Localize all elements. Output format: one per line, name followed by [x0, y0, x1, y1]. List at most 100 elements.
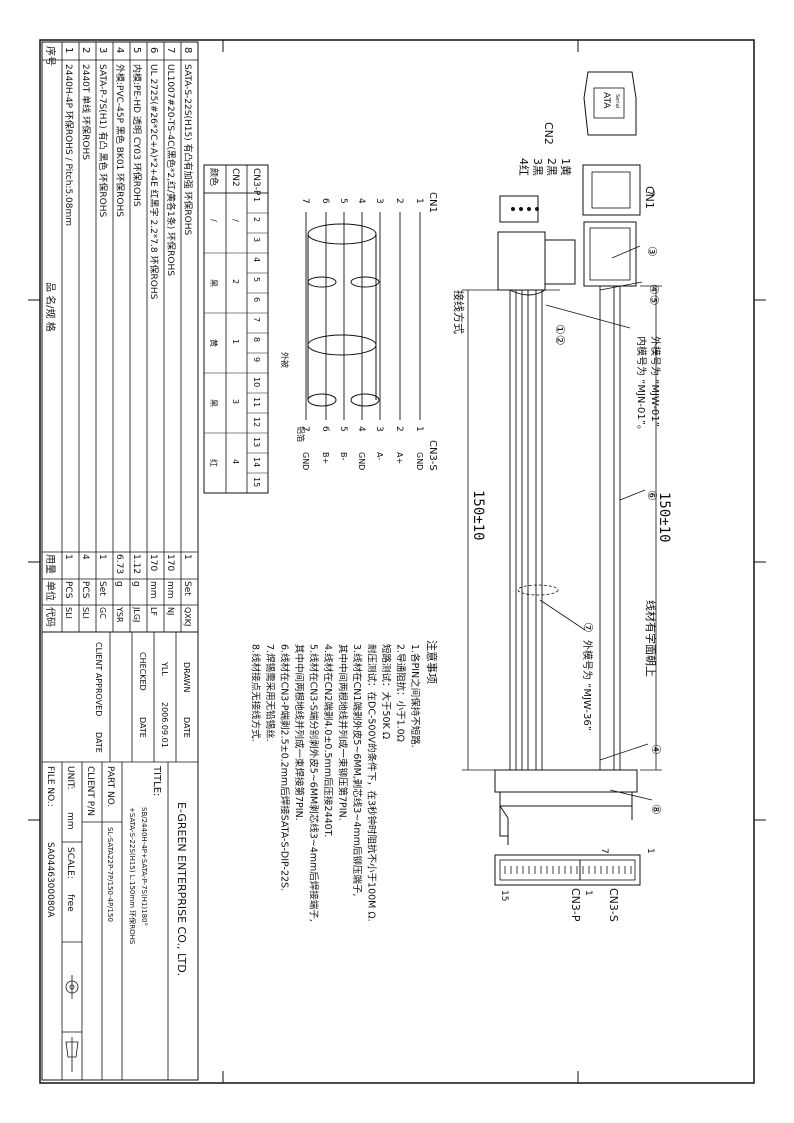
pin-table-col: 15 [252, 477, 261, 487]
bom-seq: 7 [165, 47, 176, 53]
note-item: 耐压测试：在DC-500V的条件下，在3秒钟时阻抗不小于100M Ω. [366, 644, 378, 922]
shield-outlines [307, 223, 380, 407]
note-item: 1.各PIN之间保持不短路. [409, 644, 421, 748]
wiring-signal: B+ [321, 452, 330, 464]
wiring-signal: A+ [395, 452, 404, 464]
wiring-title: 接线方式 [452, 290, 466, 334]
callout-leaders [539, 245, 653, 801]
wiring-left-pin: 5 [338, 198, 348, 204]
ata-label: ATA [601, 92, 611, 109]
bom-code: NJ [166, 607, 175, 615]
pin-table-color-header: 颜色 [208, 168, 220, 186]
bom-row: 6UL 2725(#26*2C+A)*2+4E 红黑字 2.2*7.8 环保RO… [148, 47, 160, 616]
title-block: DRAWN DATE YLL 2006.09.01 CHECKED DATE C… [41, 631, 199, 1081]
cn2-label: CN2 [542, 122, 555, 145]
pin-table-color-cell: 红 [209, 459, 219, 467]
pin-table-col: 5 [252, 277, 261, 282]
bom-qty: 4 [80, 554, 90, 560]
cn2-pin: 3黑 [531, 158, 544, 176]
svg-text:①②: ①② [553, 324, 567, 346]
client-pn-label: CLIENT P/N [85, 766, 95, 816]
bom-qty: 170 [148, 554, 158, 571]
cn1-housing [583, 221, 637, 287]
cn3-p-label: CN3-P [569, 888, 582, 922]
cn3-connector [494, 769, 638, 845]
svg-text:⑥: ⑥ [645, 490, 659, 501]
drawn-date-label: DATE [182, 717, 191, 738]
bom-unit: mm [148, 581, 158, 599]
bom-header-seq: 序号 [44, 46, 57, 66]
balloon: ⑦ [581, 622, 595, 633]
drawn-label: DRAWN [182, 662, 191, 692]
note-item: 7.焊锡需采用无铅锡丝. [264, 644, 276, 742]
wiring-left-pin: 7 [300, 198, 310, 204]
cn1-face [582, 164, 641, 216]
note-item: 4.线材在CN2端剥4.0±0.5mm后压接2440T. [322, 644, 334, 837]
cn2-housing [497, 231, 546, 291]
bom-seq: 8 [182, 47, 193, 53]
note-item: 3.线材在CN1端剥外皮5~6MM,剥芯线3~4mm后铆压端子, [351, 644, 363, 896]
bom-code: QXKJ [183, 607, 192, 626]
wiring-left-pin: 2 [394, 198, 404, 204]
bom-qty: 1 [182, 554, 192, 560]
part-no: SL-SATA22P-7P/150-4P/150 [106, 827, 114, 922]
wiring-right-pin: 2 [394, 426, 404, 432]
bom-name: SATA-P-7S(H1) 有凸 黑色 环保ROHS [97, 64, 109, 217]
client-date-label: DATE [94, 732, 103, 753]
pin-table-color-cell: 黑 [209, 399, 218, 407]
pin-table-cn2-cell: 3 [231, 399, 240, 404]
pin-table-color-cell: / [209, 219, 218, 222]
title-label: TITLE: [151, 765, 162, 796]
bundle-break [517, 584, 559, 596]
projection-symbol-icon [65, 975, 79, 1072]
scale-value: free [65, 894, 75, 912]
bom-header-name: 品 名/规 格 [44, 282, 57, 332]
bom-header-unit: 单位 [44, 581, 57, 601]
cn2-pin: 2黑 [545, 158, 558, 176]
wiring-right-pin: 7 [300, 426, 310, 432]
pin-table-col: 13 [252, 437, 261, 447]
bom-name: SATA-S-22S(H15) 有凸有加强 环保ROHS [182, 64, 194, 236]
dimension-bottom-label: 150±10 [470, 490, 486, 541]
cn2-pin: 4红 [517, 158, 530, 176]
svg-text:③: ③ [645, 246, 659, 257]
bom-qty: 1 [97, 554, 107, 560]
checked-label: CHECKED [138, 652, 147, 691]
scale-label: SCALE: [65, 847, 75, 879]
balloon: ①② [553, 324, 567, 346]
dimension-lines [462, 285, 662, 771]
wiring-right-pin: 4 [356, 426, 366, 432]
callout-mold-2: 外模号为 “MJW-36” [581, 640, 593, 731]
unit-value: mm [65, 812, 75, 830]
svg-text:⑧: ⑧ [649, 804, 663, 815]
wiring-left-pin: 3 [374, 198, 384, 204]
bom-seq: 6 [148, 47, 159, 53]
bom-name: 内模:PE-HD 透明 CY03 环保ROHS [131, 64, 143, 207]
bom-unit: g [114, 581, 124, 587]
balloon: ④⑤ [647, 284, 661, 306]
cable-wires [509, 286, 621, 770]
balloon: ⑥ [645, 490, 659, 501]
bom-qty: 6.73 [114, 554, 124, 574]
file-no: SA0446300080A [45, 842, 55, 918]
pin-table-col: 9 [252, 357, 261, 362]
pin-table-col: 1 [252, 197, 261, 202]
note-item: 8.线材接点无接线方式. [250, 644, 262, 742]
wiring-left-pin: 1 [414, 198, 424, 204]
cn3-face [494, 854, 641, 886]
bom-code: YSR [115, 606, 124, 623]
bom-unit: PCS [63, 581, 73, 599]
dimension-top-label: 150±10 [656, 492, 672, 543]
wiring-right-pin: 3 [374, 426, 384, 432]
wiring-left-pin: 4 [356, 198, 366, 204]
client-approved-label: CLIENT APPROVED [94, 642, 103, 716]
wiring-right-pin: 5 [338, 426, 348, 432]
